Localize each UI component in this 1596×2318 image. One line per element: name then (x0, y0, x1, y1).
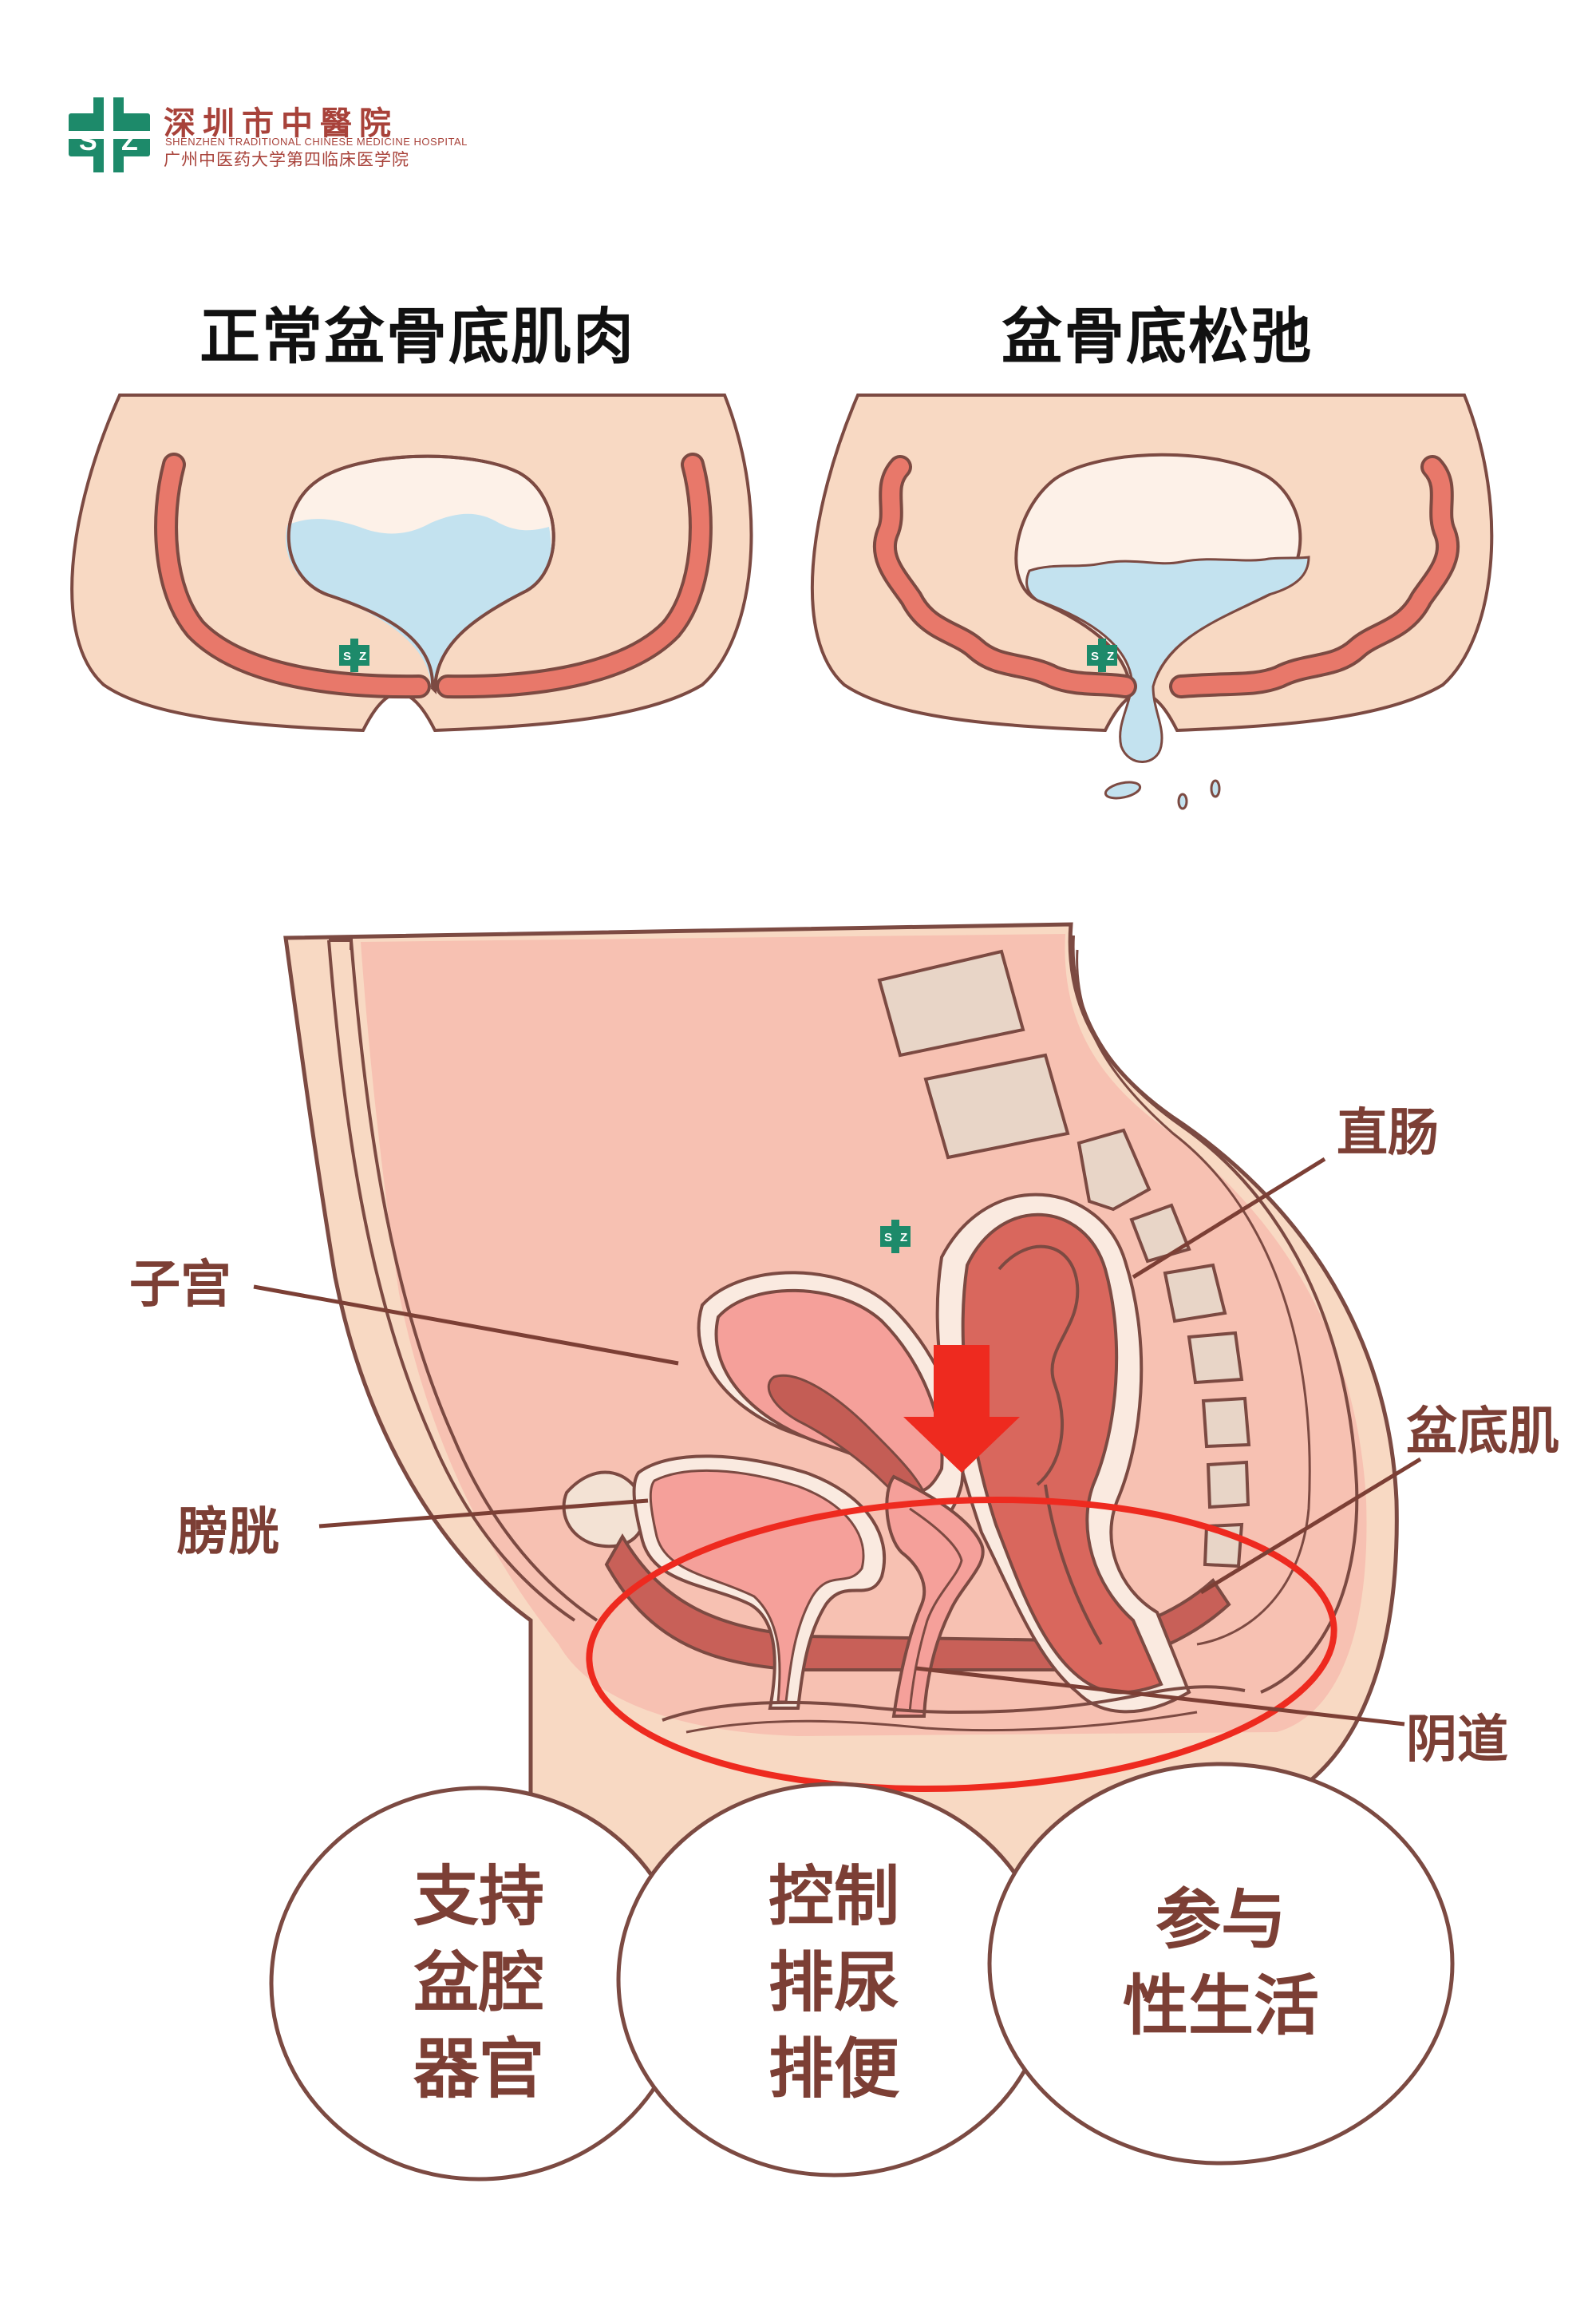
svg-text:Z: Z (121, 126, 138, 156)
label-uterus: 子宫 (129, 1256, 231, 1315)
urine-drop-1 (1104, 781, 1142, 800)
sagittal-anatomy-diagram (283, 922, 1399, 2038)
hospital-name-en: SHENZHEN TRADITIONAL CHINESE MEDICINE HO… (165, 136, 468, 148)
urine-normal (286, 513, 551, 688)
urine-drop-3 (1210, 779, 1221, 798)
sacrum-outline (1071, 935, 1359, 1694)
down-arrow-icon (903, 1345, 1020, 1473)
abdominal-wall (327, 939, 576, 1622)
pelvic-floor-highlight (586, 1345, 1337, 1792)
label-rectum: 直肠 (1337, 1104, 1439, 1163)
bubble-sexual (987, 1762, 1455, 2166)
relaxed-pelvic-floor-diagram (810, 394, 1494, 810)
leader-lines (253, 1157, 1422, 1727)
leader-pelvic-floor (1199, 1457, 1422, 1595)
vagina (885, 1474, 985, 1718)
label-pelvic-floor: 盆底肌 (1406, 1402, 1559, 1462)
function-bubbles (269, 1762, 1455, 2182)
leader-uterus (253, 1284, 679, 1366)
peritoneum-line (1076, 949, 1311, 1646)
uterus (697, 1271, 965, 1525)
highlight-ellipse (586, 1497, 1337, 1792)
panel-title-normal: 正常盆骨底肌肉 (200, 301, 635, 372)
function-support-text: 支持 盆腔 器官 (413, 1859, 544, 2107)
function-control-text: 控制 排尿 排便 (768, 1859, 899, 2107)
leader-vagina (915, 1666, 1405, 1727)
normal-pelvic-floor-diagram (70, 394, 753, 733)
hospital-name-cn: 深圳市中醫院 (164, 105, 398, 142)
hospital-logo-mark: S Z (69, 97, 150, 172)
bladder-normal-outline (286, 454, 555, 691)
rectum (935, 1193, 1191, 1714)
hospital-affiliation: 广州中医药大学第四临床医学院 (164, 150, 409, 169)
spine (877, 949, 1251, 1568)
svg-text:S: S (79, 126, 97, 156)
label-vagina: 阴道 (1406, 1711, 1508, 1770)
function-sexual-text: 参与 性生活 (1122, 1882, 1319, 2044)
urine-relaxed (1025, 556, 1310, 763)
leader-rectum (1132, 1157, 1326, 1280)
pubic-bone (562, 1470, 646, 1549)
perineum (662, 1685, 1246, 1722)
panel-title-relaxed: 盆骨底松弛 (1001, 301, 1313, 372)
pelvic-floor-muscle (604, 1533, 1231, 1671)
urine-drop-2 (1177, 793, 1188, 810)
label-bladder: 膀胱 (177, 1503, 279, 1562)
leader-bladder (318, 1498, 649, 1529)
